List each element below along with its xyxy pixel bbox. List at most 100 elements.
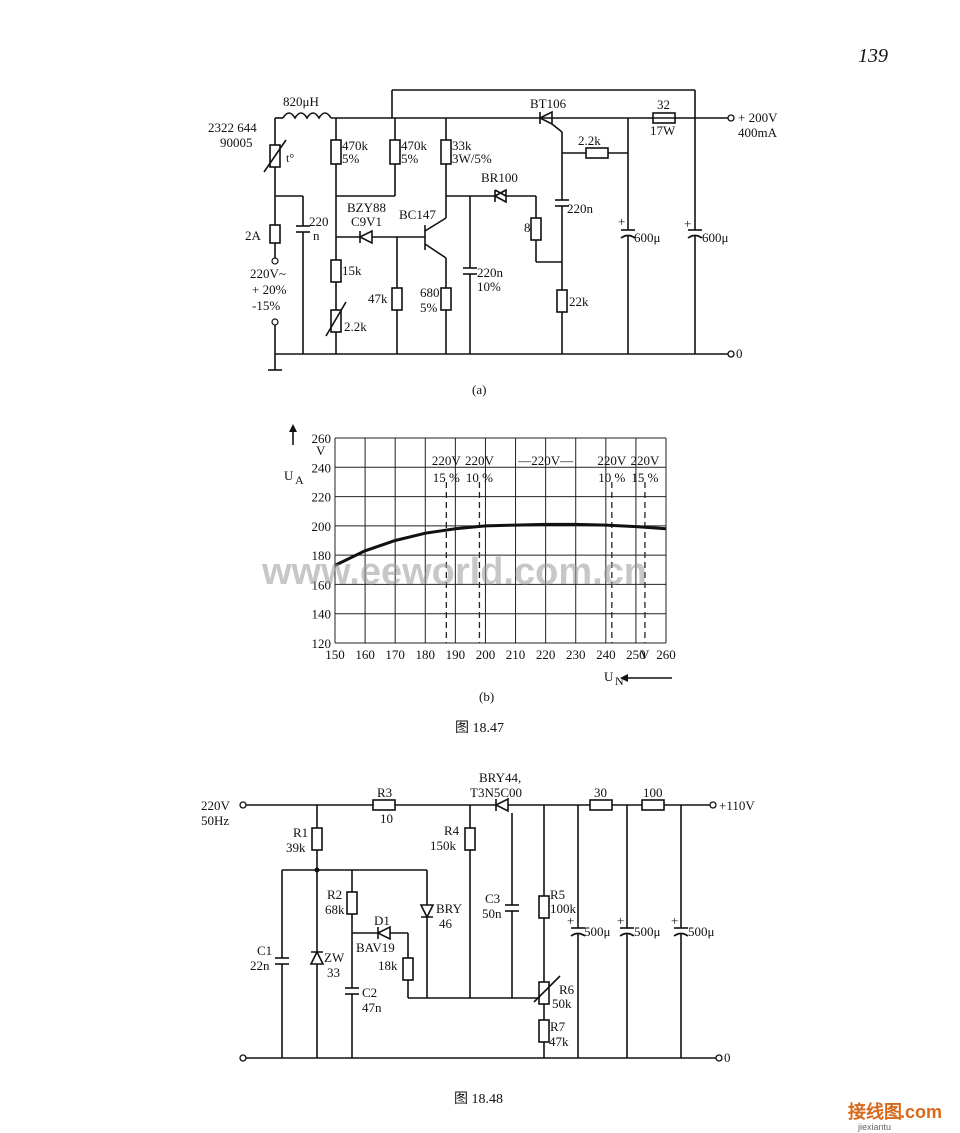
svg-text:C1: C1 (257, 943, 272, 958)
svg-text:32: 32 (657, 97, 670, 112)
reference-label: 220V (630, 453, 660, 468)
sublabel-b: (b) (479, 689, 494, 704)
y-tick-label: 220 (312, 490, 332, 505)
schematic-fig-18-48: 220V 50Hz R3 10 BRY44, T3N5C00 30 100 +1… (201, 770, 755, 1065)
svg-text:18k: 18k (378, 958, 398, 973)
svg-text:50n: 50n (482, 906, 502, 921)
svg-text:A: A (295, 473, 304, 487)
y-tick-label: 180 (312, 548, 332, 563)
svg-text:R4: R4 (444, 823, 460, 838)
y-tick-label: 200 (312, 519, 332, 534)
y-tick-label: 240 (312, 460, 332, 475)
svg-text:5%: 5% (420, 300, 438, 315)
reference-tolerance: 15 % (433, 470, 460, 485)
svg-text:BT106: BT106 (530, 96, 567, 111)
sublabel-a: (a) (472, 382, 486, 397)
svg-text:47k: 47k (549, 1034, 569, 1049)
svg-text:ZW: ZW (324, 950, 345, 965)
svg-text:R7: R7 (550, 1019, 566, 1034)
svg-text:150k: 150k (430, 838, 457, 853)
svg-text:90005: 90005 (220, 135, 253, 150)
svg-text:R3: R3 (377, 785, 392, 800)
svg-text:-15%: -15% (252, 298, 280, 313)
svg-text:15k: 15k (342, 263, 362, 278)
svg-text:47n: 47n (362, 1000, 382, 1015)
svg-text:BRY44,: BRY44, (479, 770, 521, 785)
svg-text:50Hz: 50Hz (201, 813, 229, 828)
label-inductor: 820μH (283, 94, 319, 109)
svg-text:2.2k: 2.2k (344, 319, 367, 334)
x-tick-label: 210 (506, 647, 526, 662)
svg-text:500μ: 500μ (634, 924, 661, 939)
svg-text:.com: .com (900, 1102, 942, 1122)
svg-text:BAV19: BAV19 (356, 940, 395, 955)
svg-text:220n: 220n (477, 265, 504, 280)
reference-label: —220V— (517, 453, 574, 468)
svg-text:30: 30 (594, 785, 607, 800)
svg-text:BC147: BC147 (399, 207, 436, 222)
svg-text:8: 8 (524, 220, 531, 235)
chart-series-line (334, 522, 667, 567)
y-tick-label: 140 (312, 607, 332, 622)
svg-text:47k: 47k (368, 291, 388, 306)
svg-text:+110V: +110V (719, 798, 755, 813)
svg-text:+: + (567, 913, 574, 928)
svg-text:68k: 68k (325, 902, 345, 917)
svg-text:+ 20%: + 20% (252, 282, 287, 297)
svg-text:jiexiantu: jiexiantu (857, 1122, 891, 1132)
svg-text:600μ: 600μ (634, 230, 661, 245)
svg-text:5%: 5% (401, 151, 419, 166)
svg-text:17W: 17W (650, 123, 676, 138)
svg-text:46: 46 (439, 916, 453, 931)
x-tick-label: 260 (656, 647, 676, 662)
svg-text:2322 644: 2322 644 (208, 120, 257, 135)
svg-text:C2: C2 (362, 985, 377, 1000)
reference-tolerance: 10 % (466, 470, 493, 485)
svg-text:5%: 5% (342, 151, 360, 166)
svg-text:0: 0 (724, 1050, 731, 1065)
caption-18-47: 图 18.47 (455, 721, 504, 736)
svg-text:470k: 470k (342, 138, 369, 153)
svg-text:600μ: 600μ (702, 230, 729, 245)
x-tick-label: 230 (566, 647, 586, 662)
svg-text:+: + (618, 214, 625, 229)
svg-text:0: 0 (736, 346, 743, 361)
svg-text:220: 220 (309, 214, 329, 229)
svg-text:50k: 50k (552, 996, 572, 1011)
svg-text:22k: 22k (569, 294, 589, 309)
x-tick-label: 200 (476, 647, 496, 662)
brand-logo: 接线图 .com jiexiantu (848, 1101, 942, 1132)
svg-text:33: 33 (327, 965, 340, 980)
svg-text:+: + (684, 216, 691, 231)
svg-text:220n: 220n (567, 201, 594, 216)
svg-text:n: n (313, 228, 320, 243)
x-tick-label: 180 (416, 647, 436, 662)
svg-text:100: 100 (643, 785, 663, 800)
x-unit: V (640, 647, 650, 662)
svg-text:R5: R5 (550, 887, 565, 902)
fuse-symbol (269, 224, 281, 244)
svg-text:+: + (671, 913, 678, 928)
svg-text:C3: C3 (485, 891, 500, 906)
svg-text:R1: R1 (293, 825, 308, 840)
svg-text:N: N (615, 674, 624, 688)
output-terminal (727, 114, 735, 122)
svg-text:R6: R6 (559, 982, 575, 997)
svg-text:10: 10 (380, 811, 393, 826)
svg-text:33k: 33k (452, 138, 472, 153)
x-tick-label: 160 (355, 647, 375, 662)
svg-text:R2: R2 (327, 887, 342, 902)
svg-text:BRY: BRY (436, 901, 463, 916)
y-unit: V (316, 443, 326, 458)
reference-label: 220V (432, 453, 462, 468)
page-number: 139 (858, 45, 888, 67)
reference-label: 220V (597, 453, 627, 468)
x-tick-label: 170 (385, 647, 405, 662)
svg-text:470k: 470k (401, 138, 428, 153)
svg-text:220V: 220V (201, 798, 231, 813)
x-tick-label: 240 (596, 647, 616, 662)
reference-tolerance: 10 % (598, 470, 625, 485)
y-axis-name: U (284, 468, 294, 483)
